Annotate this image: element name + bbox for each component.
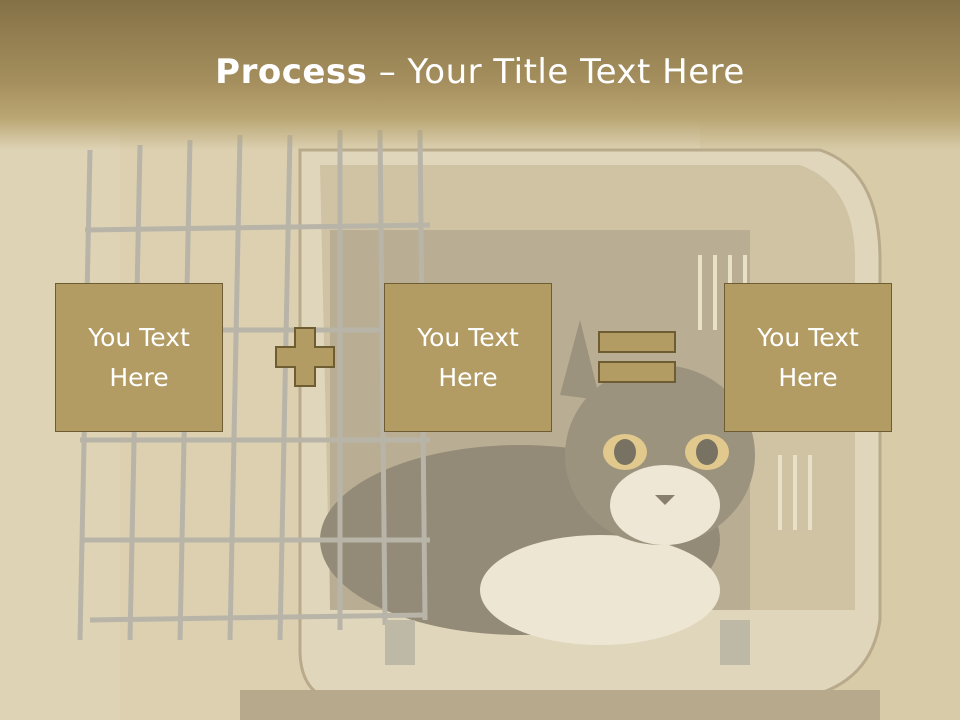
- equals-icon: [598, 331, 676, 383]
- process-box-1[interactable]: You Text Here: [55, 283, 223, 432]
- title-rest: Your Title Text Here: [407, 52, 745, 92]
- plus-icon: [275, 327, 335, 387]
- title-dash: –: [367, 52, 408, 92]
- title-bold: Process: [215, 52, 368, 92]
- process-box-3-text: You Text Here: [757, 322, 859, 392]
- process-box-2-text: You Text Here: [417, 322, 519, 392]
- process-box-2[interactable]: You Text Here: [384, 283, 552, 432]
- process-box-1-text: You Text Here: [88, 322, 190, 392]
- process-box-3[interactable]: You Text Here: [724, 283, 892, 432]
- title-bar: [0, 0, 960, 150]
- slide-title: Process – Your Title Text Here: [0, 52, 960, 92]
